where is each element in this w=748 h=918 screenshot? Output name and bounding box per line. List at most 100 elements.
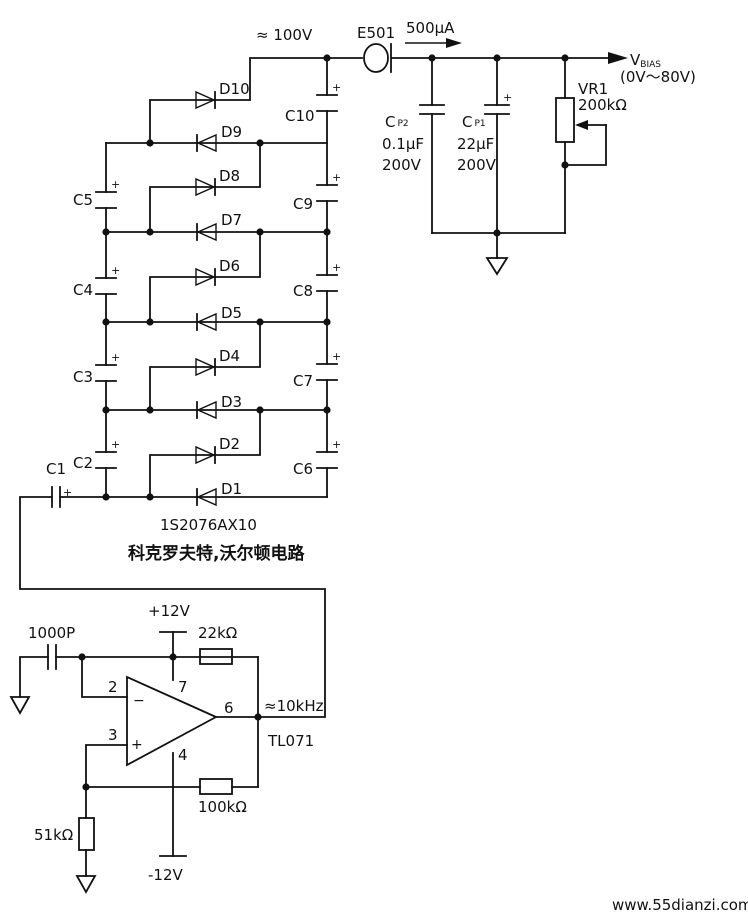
pin-7-label: 7 [178,678,188,696]
ladder-junctions [102,54,331,501]
potentiometer-vr1 [555,57,607,234]
r-100k-label: 100kΩ [198,798,247,816]
opamp-part-label: TL071 [267,732,314,750]
cap-label-c9: C9 [293,195,313,213]
pin-2-label: 2 [108,678,118,696]
oscillator-wiring [19,496,326,877]
diode-d3 [196,400,217,420]
current-arrow-icon [405,38,462,48]
polarity-plus: + [332,350,341,363]
polarity-plus: + [332,438,341,451]
e501-label: E501 [357,24,395,42]
polarity-plus: + [111,438,120,451]
diode-d4 [195,357,216,377]
ground-icon [9,696,31,715]
cp1-voltage-label: 200V [457,156,497,174]
ladder-wiring [59,52,628,498]
capacitor-c1: + [51,486,72,508]
diode-label-d3: D3 [221,393,242,411]
output-section: + [363,38,607,276]
diode-d8 [195,177,216,197]
capacitor-c9: + [316,171,341,202]
cap-label-c5: C5 [73,191,93,209]
diode-label-d4: D4 [219,347,240,365]
pin-4-label: 4 [178,746,188,764]
capacitor-c5: + [95,178,120,209]
r-51k-label: 51kΩ [34,826,73,844]
diode-label-d7: D7 [221,211,242,229]
capacitor-c2: + [95,438,120,469]
oscillator-labels: 1000P +12V -12V 22kΩ 100kΩ 51kΩ ≈10kHz T… [28,602,324,884]
cap-label-c6: C6 [293,460,313,478]
diode-label-d1: D1 [221,480,242,498]
diode-labels: D1 D2 D3 D4 D5 D6 D7 D8 D9 D10 [219,80,250,498]
ground-icon [75,875,97,894]
polarity-plus: + [111,351,120,364]
polarity-plus: + [332,81,341,94]
opamp-plus-sign: + [131,737,143,753]
vr1-name-label: VR1 [578,80,608,98]
cap-label-c3: C3 [73,368,93,386]
diode-d6 [195,267,216,287]
resistor-100k [199,778,233,795]
diode-d10 [195,90,216,110]
cap-label-c2: C2 [73,454,93,472]
ladder-capacitors: + + + + + + + + [51,81,341,508]
supply-pos-label: +12V [148,602,191,620]
polarity-plus: + [332,171,341,184]
polarity-plus: + [111,264,120,277]
polarity-plus: + [332,261,341,274]
diode-label-d9: D9 [221,123,242,141]
polarity-plus: + [503,91,512,104]
watermark: www.55dianzi.com [612,896,748,914]
capacitor-cp2 [419,57,445,234]
capacitor-c3: + [95,351,120,382]
capacitor-labels: C1 C2 C3 C4 C5 C6 C7 C8 C9 C10 [46,107,315,478]
diode-d5 [196,312,217,332]
vbias-label: VBIAS [630,51,661,70]
diode-label-d5: D5 [221,304,242,322]
opamp-tl071: − + [126,675,219,767]
current-label: 500μA [406,19,455,37]
ac-input-label: ≈ 100V [256,26,313,44]
pin-3-label: 3 [108,726,118,744]
r-22k-label: 22kΩ [198,624,237,642]
freq-label: ≈10kHz [264,697,324,715]
polarity-plus: + [63,486,72,499]
cap-label-c8: C8 [293,282,313,300]
capacitor-c6: + [316,438,341,469]
resistor-22k [199,648,233,665]
c-1000p-label: 1000P [28,624,75,642]
cap-label-c1: C1 [46,460,66,478]
circuit-title: 科克罗夫特,沃尔顿电路 [128,543,305,564]
diodes [195,90,217,507]
cap-label-c10: C10 [285,107,315,125]
output-labels: ≈ 100V E501 500μA VBIAS (0V～80V) VR1 200… [256,19,696,174]
diode-label-d10: D10 [219,80,250,98]
capacitor-c4: + [95,264,120,295]
ground-icon [485,257,509,276]
diode-part-label: 1S2076AX10 [160,516,257,534]
diode-d1 [196,487,217,507]
polarity-plus: + [111,178,120,191]
e501-meter-icon [363,43,392,73]
oscillator-junctions [78,653,262,791]
vr1-value-label: 200kΩ [578,96,627,114]
pin-6-label: 6 [224,699,234,717]
capacitor-c7: + [316,350,341,381]
diode-d7 [196,222,217,242]
cap-label-c7: C7 [293,372,313,390]
vbias-range-label: (0V～80V) [620,68,696,86]
cp2-value-label: 0.1μF [382,135,424,153]
diode-label-d2: D2 [219,435,240,453]
diode-d2 [195,445,216,465]
capacitor-c8: + [316,261,341,292]
resistor-51k [78,817,95,851]
diode-label-d8: D8 [219,167,240,185]
cp1-value-label: 22μF [457,135,494,153]
supply-neg-label: -12V [148,866,183,884]
cp2-voltage-label: 200V [382,156,422,174]
diode-d9 [196,133,217,153]
